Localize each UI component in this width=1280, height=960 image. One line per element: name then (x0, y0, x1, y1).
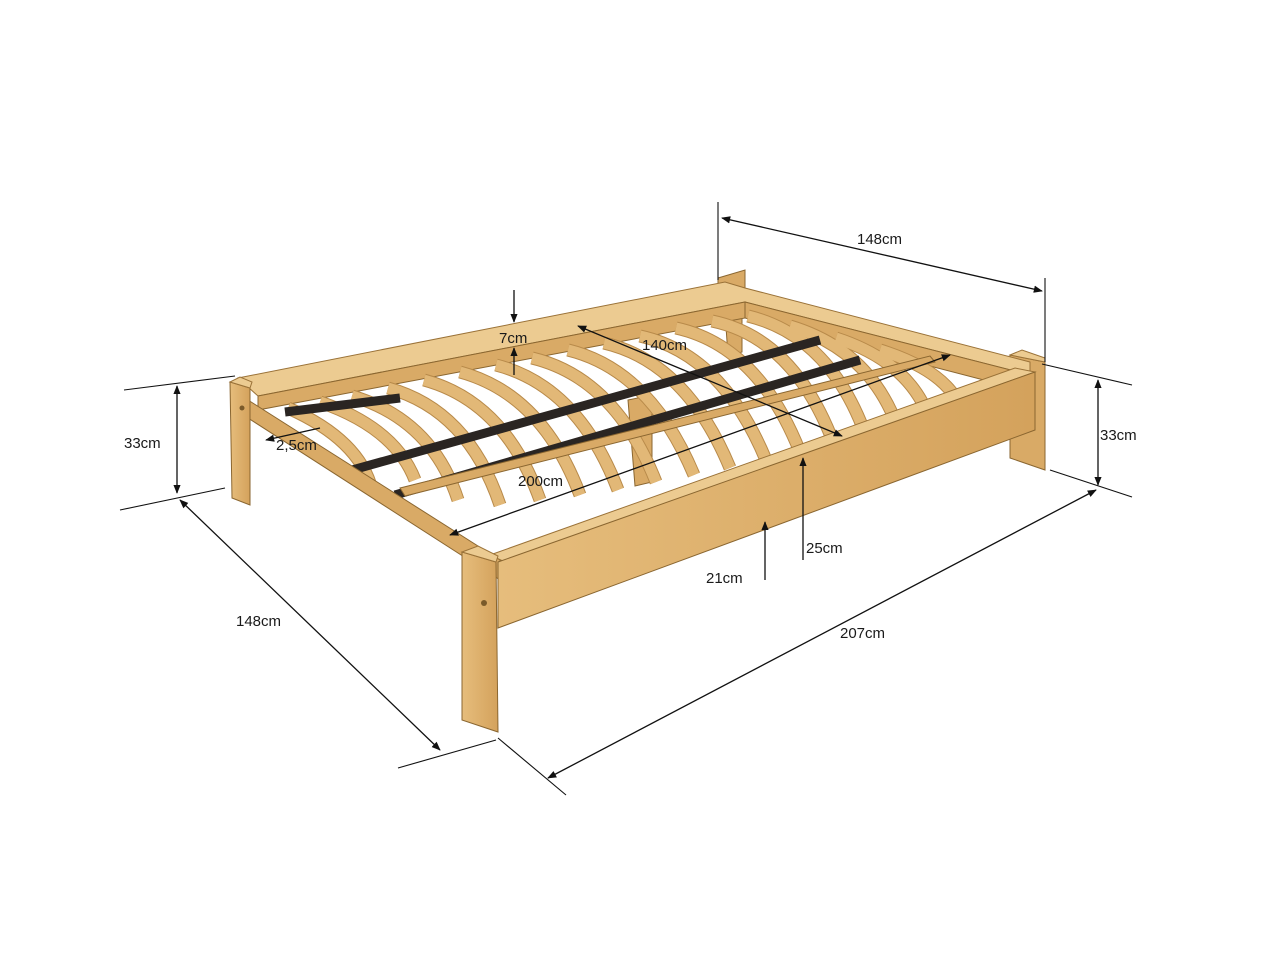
label-left-height: 33cm (124, 435, 161, 452)
front-left-leg-top (460, 545, 499, 563)
label-inner-width: 140cm (642, 337, 687, 354)
dim-line-inner-length (449, 354, 951, 536)
front-left-leg (461, 551, 499, 733)
label-total-length: 207cm (840, 625, 885, 642)
bed-frame (228, 269, 1046, 733)
dimension-labels: 148cm 33cm 33cm 7cm 140cm 2,5cm 200cm 25… (124, 231, 1137, 642)
label-head-width: 148cm (857, 231, 902, 248)
label-side-height: 25cm (806, 540, 843, 557)
label-foot-width: 148cm (236, 613, 281, 630)
rear-left-leg-top (228, 376, 253, 389)
dim-line-foot-width (179, 499, 441, 751)
leg-screw (481, 600, 487, 606)
label-slat-gap: 7cm (499, 330, 527, 347)
rear-left-leg (229, 381, 251, 506)
label-right-height: 33cm (1100, 427, 1137, 444)
dim-line-total-length (547, 489, 1097, 779)
strap-left (284, 393, 401, 417)
dim-line-slat-thickness (265, 427, 321, 442)
label-clearance: 21cm (706, 570, 743, 587)
slat-11 (638, 329, 773, 463)
label-inner-length: 200cm (518, 473, 563, 490)
dimension-lines (119, 202, 1133, 796)
label-slat-thickness: 2,5cm (276, 437, 317, 454)
dim-line-head-width (721, 216, 1043, 293)
leg-screw-rear (239, 405, 245, 411)
